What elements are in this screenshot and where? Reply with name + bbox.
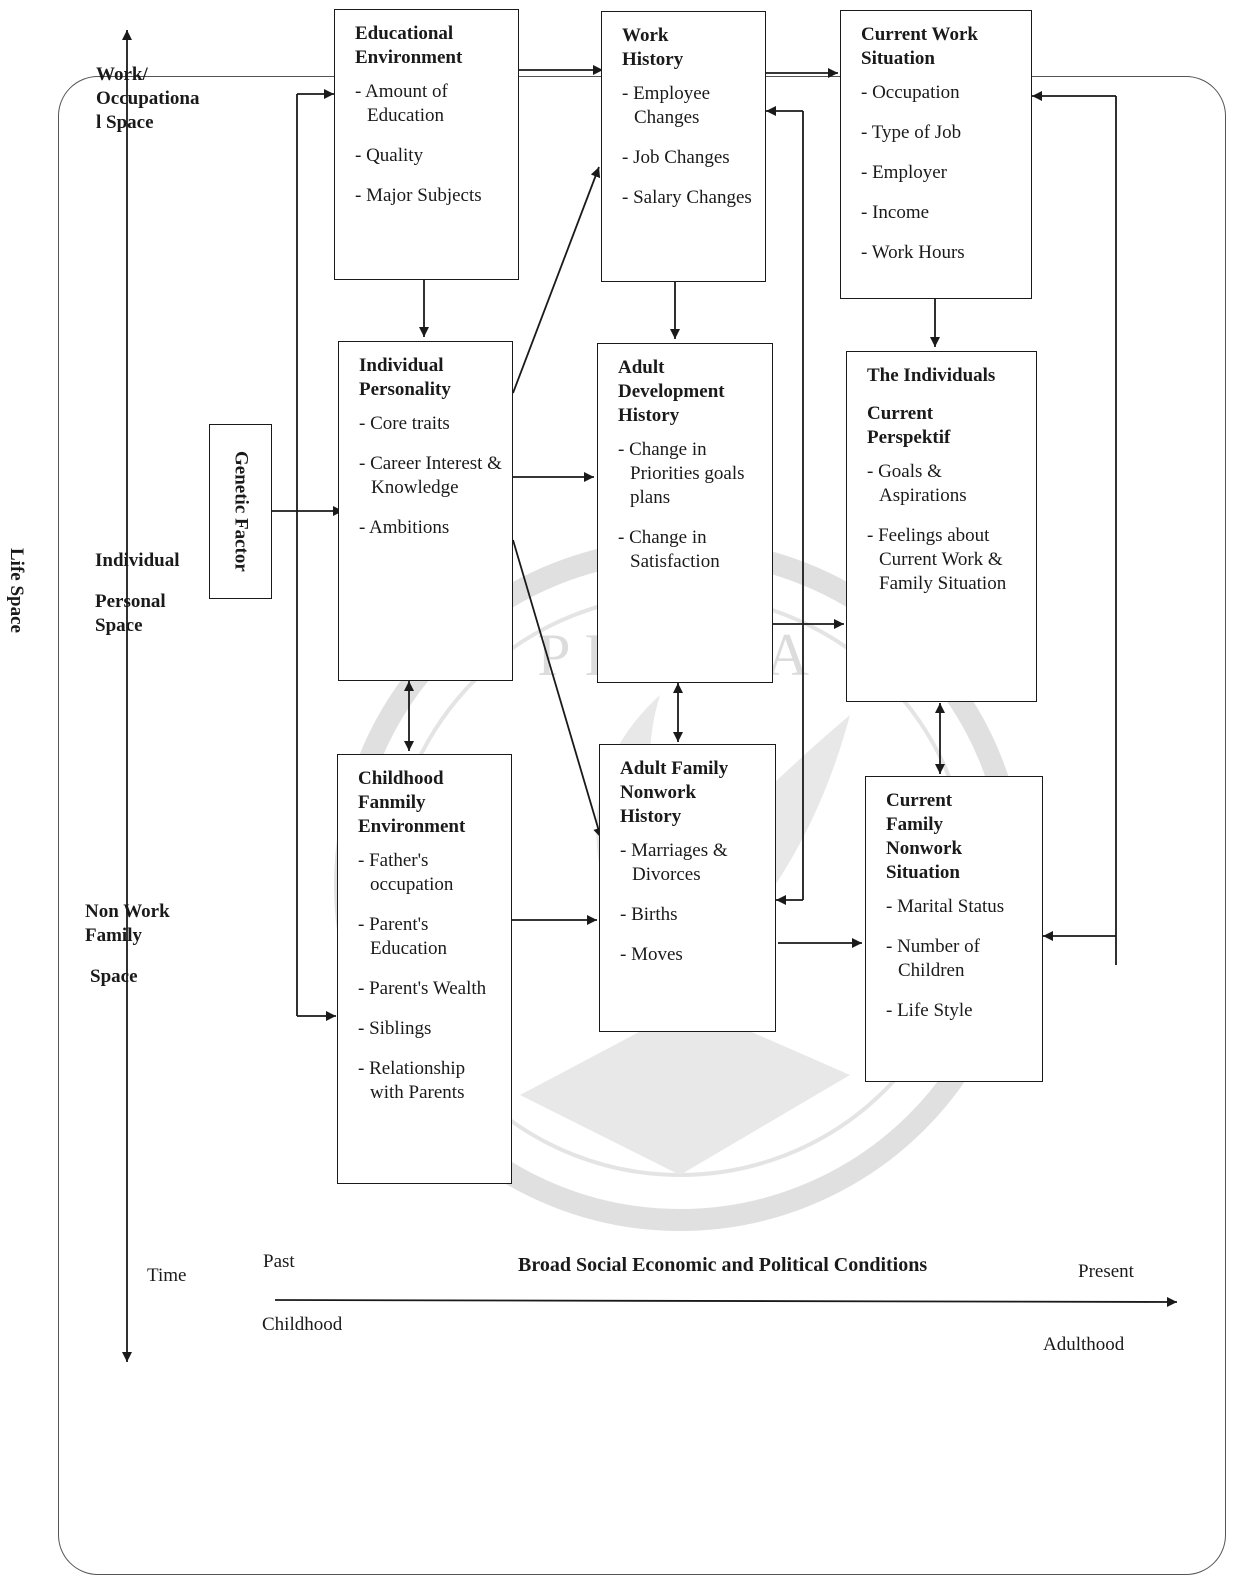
past-label: Past xyxy=(263,1251,295,1272)
list-item: - Type of Job xyxy=(861,122,962,143)
childhood-family-environment-box: Childhood Fanmily Environment - Father's… xyxy=(337,754,512,1184)
time-label: Time xyxy=(147,1265,187,1286)
list-item: - Parent's Wealth xyxy=(358,978,487,999)
genetic-factor-box: Genetic Factor xyxy=(209,424,272,599)
list-item: - Marriages & Divorces xyxy=(620,840,728,885)
time-axis-title: Broad Social Economic and Political Cond… xyxy=(518,1254,928,1276)
time-axis xyxy=(274,1296,1178,1307)
box-title: Work History xyxy=(622,25,684,70)
educational-environment-box: Educational Environment - Amount of Educ… xyxy=(334,9,519,280)
list-item: - Work Hours xyxy=(861,242,965,263)
present-label: Present xyxy=(1078,1261,1134,1282)
list-item: - Employer xyxy=(861,162,948,183)
box-title: Childhood Fanmily Environment xyxy=(358,768,466,837)
personal-space-label: Personal Space xyxy=(95,591,166,636)
work-space-label: Work/ Occupationa l Space xyxy=(96,64,200,133)
childhood-label: Childhood xyxy=(262,1314,343,1335)
list-item: - Change in Priorities goals plans xyxy=(618,439,745,508)
list-item: - Quality xyxy=(355,145,424,166)
list-item: - Number of Children xyxy=(886,936,980,981)
nonwork-family-label: Non Work Family xyxy=(85,901,170,946)
list-item: - Marital Status xyxy=(886,896,1005,917)
box-subtitle: Current Perspektif xyxy=(867,403,951,448)
nonwork-space-label: Space xyxy=(90,966,138,987)
list-item: - Siblings xyxy=(358,1018,432,1039)
box-title: Individual Personality xyxy=(359,355,451,400)
list-item: - Major Subjects xyxy=(355,185,482,206)
box-title: Adult Family Nonwork History xyxy=(620,758,729,827)
current-work-situation-box: Current Work Situation - Occupation - Ty… xyxy=(840,10,1032,299)
work-history-box: Work History - Employee Changes - Job Ch… xyxy=(601,11,766,282)
list-item: - Change in Satisfaction xyxy=(618,527,720,572)
box-title: The Individuals xyxy=(867,365,996,386)
life-space-label: Life Space xyxy=(6,548,27,633)
list-item: - Employee Changes xyxy=(622,83,711,128)
box-title: Educational Environment xyxy=(355,23,463,68)
list-item: - Relationship with Parents xyxy=(358,1058,466,1103)
list-item: - Feelings about Current Work & Family S… xyxy=(867,525,1007,594)
individuals-current-perspective-box: The Individuals Current Perspektif - Goa… xyxy=(846,351,1037,702)
list-item: - Salary Changes xyxy=(622,187,752,208)
box-title: Adult Development History xyxy=(618,357,725,426)
adult-family-nonwork-history-box: Adult Family Nonwork History - Marriages… xyxy=(599,744,776,1032)
adult-development-history-box: Adult Development History - Change in Pr… xyxy=(597,343,773,683)
list-item: - Ambitions xyxy=(359,517,450,538)
individual-label: Individual xyxy=(95,550,180,571)
list-item: - Core traits xyxy=(359,413,450,434)
list-item: - Career Interest & Knowledge xyxy=(359,453,502,498)
list-item: - Life Style xyxy=(886,1000,973,1021)
genetic-factor-label: Genetic Factor xyxy=(230,451,252,572)
list-item: - Births xyxy=(620,904,678,925)
list-item: - Income xyxy=(861,202,930,223)
current-family-nonwork-situation-box: Current Family Nonwork Situation - Marit… xyxy=(865,776,1043,1082)
list-item: - Father's occupation xyxy=(358,850,454,895)
list-item: - Job Changes xyxy=(622,147,730,168)
box-title: Current Family Nonwork Situation xyxy=(886,790,963,883)
individual-personality-box: Individual Personality - Core traits - C… xyxy=(338,341,513,681)
box-title: Current Work Situation xyxy=(861,24,978,69)
list-item: - Parent's Education xyxy=(358,914,448,959)
list-item: - Amount of Education xyxy=(355,81,448,126)
adulthood-label: Adulthood xyxy=(1043,1334,1125,1355)
list-item: - Occupation xyxy=(861,82,960,103)
list-item: - Moves xyxy=(620,944,683,965)
list-item: - Goals & Aspirations xyxy=(867,461,967,506)
